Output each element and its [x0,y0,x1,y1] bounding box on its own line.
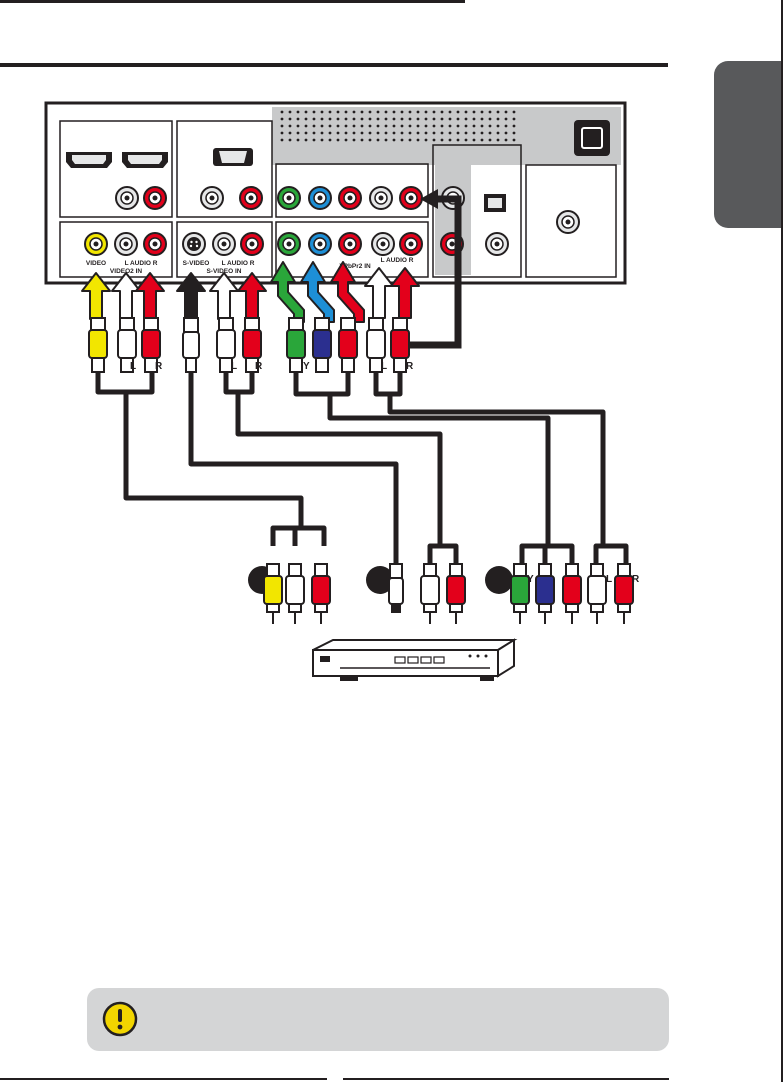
audio-jack-white [114,232,138,256]
hdmi-port-icon [122,152,168,168]
svideo-jack [182,232,206,256]
audio-jack-red [240,232,264,256]
rca-plug-red [390,317,410,373]
rca-plug-white [117,317,137,373]
connection-arrows [81,261,420,323]
arrow-black-elbow [408,195,462,349]
component-jack-blue [308,186,332,210]
rca-plug-red [446,563,466,624]
vent-grille [280,110,516,142]
plugs-top [88,317,410,373]
rca-plug-white [216,317,236,373]
hdmi-port-icon [66,152,112,168]
audio-jack-white [212,232,236,256]
tv-back-panel: VIDEO L AUDIO R VIDEO2 IN S-VIDEO L AUDI… [44,101,627,285]
audio-jack-white [369,186,393,210]
audio-jack-red [143,186,167,210]
svideo-in-label: S-VIDEO IN [206,268,241,275]
bottom-rule-left [0,1078,327,1080]
top-rule [0,0,465,3]
cables [95,372,629,564]
plug-label: R [255,361,263,372]
audio-lr-label: L AUDIO R [381,257,414,264]
plug-label: L [130,361,136,372]
rca-plug-white [366,317,386,373]
language-side-tab [714,61,783,228]
plug-label: L [231,361,237,372]
audio-lr-label: L AUDIO R [222,260,255,267]
audio-jack-red [399,232,423,256]
plugs-bottom [263,563,634,624]
antenna-jack [556,210,580,234]
svideo-plug [182,317,200,373]
rca-plug-white [587,563,607,624]
ypbpr2-in-label: YPbPr2 IN [339,263,371,270]
dvd-player-icon [312,638,518,681]
rca-plug-white [285,563,305,624]
rca-plug-white [420,563,440,624]
rca-plug-red [242,317,262,373]
audio-jack-white [371,232,395,256]
video-jack-label: VIDEO [86,260,106,267]
header-rule [0,63,668,67]
plug-label: R [406,361,414,372]
plug-label: L [381,361,387,372]
rca-plug-yellow [263,563,283,624]
audio-jack-red [239,186,263,210]
rca-plug-red [562,563,582,624]
bottom-rule-right [343,1078,669,1080]
rca-plug-red [338,317,358,373]
audio-jack-red [399,186,423,210]
plug-label: Y [303,361,310,372]
component-jack-red [338,186,362,210]
digital-audio-jack [485,232,509,256]
vga-port-icon [213,148,253,166]
plug-label: Y [527,574,534,585]
option-marker [366,566,394,594]
rca-plug-red [614,563,634,624]
power-socket-icon [574,120,610,156]
component-jack-red [338,232,362,256]
arrow-red [330,261,365,323]
audio-lr-label: L AUDIO R [125,260,158,267]
arrow-head [420,189,438,209]
rca-plug-green [286,317,306,373]
video2-in-label: VIDEO2 IN [110,268,142,275]
rca-plug-red [141,317,161,373]
plug-label: R [155,361,163,372]
component-jack-green [277,232,301,256]
plug-label: L [606,574,612,585]
exclamation-icon [102,1001,138,1037]
rca-plug-yellow [88,317,108,373]
video-jack-yellow [84,232,108,256]
option-marker [485,566,513,594]
svideo-plug [388,563,404,613]
rca-plug-green [510,563,530,624]
audio-jack-white [200,186,224,210]
audio-jack-red [143,232,167,256]
lan-port-icon [484,194,506,212]
component-jack-green [277,186,301,210]
audio-jack-white [115,186,139,210]
rca-plug-navy [312,317,332,373]
rca-plug-red [311,563,331,624]
svideo-jack-label: S-VIDEO [183,260,210,267]
rca-plug-navy [535,563,555,624]
page-edge-line [781,0,783,1082]
note-box [87,988,669,1051]
plug-label: R [632,574,640,585]
component-jack-blue [308,232,332,256]
